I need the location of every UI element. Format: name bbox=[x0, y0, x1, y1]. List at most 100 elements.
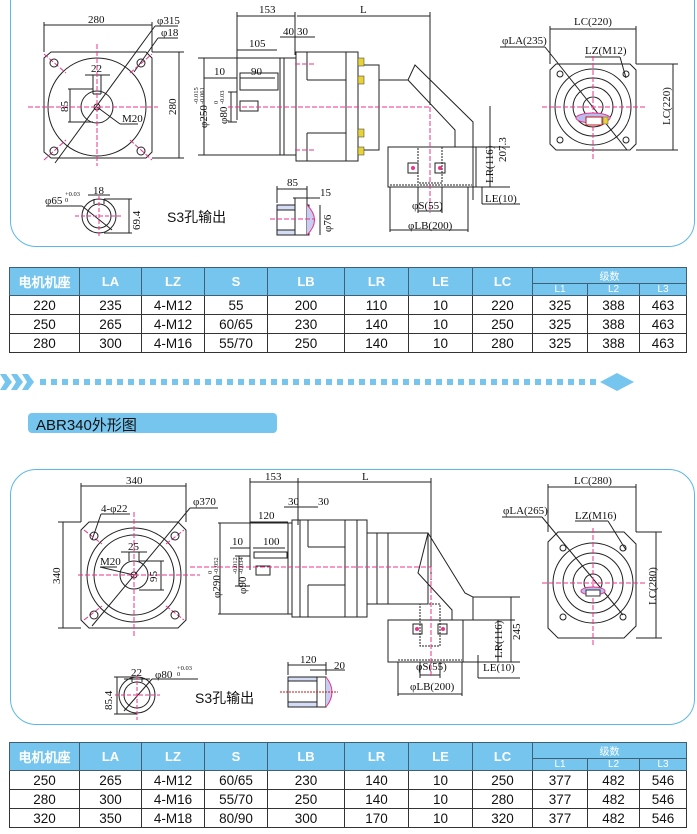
table-cell: 377 bbox=[532, 789, 588, 809]
table-cell: 10 bbox=[408, 295, 473, 315]
table-cell: 377 bbox=[532, 770, 588, 790]
shaft-dia: φ65 bbox=[45, 195, 63, 207]
shaft-dia: φ80 bbox=[155, 669, 173, 681]
dim-lc-top: LC(220) bbox=[574, 16, 612, 28]
table-cell: 388 bbox=[587, 314, 640, 334]
shaft-height: 69.4 bbox=[131, 210, 143, 230]
col-header-lz: LZ bbox=[141, 267, 205, 296]
table-cell: 200 bbox=[267, 295, 345, 315]
drawing-panel-2 bbox=[10, 469, 695, 725]
table-cell: 220 bbox=[9, 295, 80, 315]
dot-marker bbox=[238, 379, 244, 385]
dim-30: 30 bbox=[297, 26, 309, 38]
table-cell: 10 bbox=[408, 333, 473, 353]
shaft-tol-up: +0.03 bbox=[177, 665, 192, 672]
dot-marker bbox=[480, 379, 486, 385]
dot-marker bbox=[568, 379, 574, 385]
dot-marker bbox=[172, 379, 178, 385]
table-cell: 60/65 bbox=[204, 314, 268, 334]
table-cell: 140 bbox=[344, 314, 409, 334]
dot-marker bbox=[469, 379, 475, 385]
dot-marker bbox=[84, 379, 90, 385]
table-cell: 482 bbox=[587, 789, 640, 809]
spec-table-2: 电机机座 LA LZ S LB LR LE LC 级数 L1 L2 L3 250… bbox=[9, 742, 687, 828]
table-cell: 220 bbox=[472, 295, 533, 315]
table-cell: 300 bbox=[79, 333, 142, 353]
col-header-frame: 电机机座 bbox=[9, 267, 80, 296]
dim-90: 90 bbox=[251, 66, 263, 78]
dot-marker bbox=[524, 379, 530, 385]
table-cell: 388 bbox=[587, 295, 640, 315]
table-cell: 170 bbox=[344, 808, 409, 828]
hole-detail-1 bbox=[270, 186, 321, 236]
col-header-le: LE bbox=[408, 267, 473, 296]
col-header-frame: 电机机座 bbox=[9, 742, 80, 771]
dot-marker bbox=[51, 379, 57, 385]
shaft-key: 22 bbox=[131, 667, 142, 679]
col-header-lb: LB bbox=[267, 742, 345, 771]
dim-lc-side: LC(280) bbox=[647, 567, 659, 605]
table-cell: 10 bbox=[408, 808, 473, 828]
dot-marker bbox=[194, 379, 200, 385]
dim-keyway: 25 bbox=[128, 541, 140, 553]
table-cell: 250 bbox=[472, 314, 533, 334]
dim-la: φLA(235) bbox=[502, 35, 547, 47]
dot-marker bbox=[502, 379, 508, 385]
table-cell: 230 bbox=[267, 314, 345, 334]
col-header-l2: L2 bbox=[587, 283, 640, 296]
dot-marker bbox=[447, 379, 453, 385]
col-header-l2: L2 bbox=[587, 758, 640, 771]
s3-caption: S3孔输出 bbox=[167, 209, 226, 225]
dim-hole-len: 85 bbox=[287, 177, 299, 189]
dim-120: 120 bbox=[258, 510, 275, 522]
dim-30b: 30 bbox=[318, 496, 330, 508]
dim-pcd: φ315 bbox=[157, 15, 180, 27]
table-cell: 10 bbox=[408, 314, 473, 334]
table-cell: 482 bbox=[587, 770, 640, 790]
table-cell: 300 bbox=[79, 789, 142, 809]
dim-pcd: φ370 bbox=[193, 496, 216, 508]
dim-width: 280 bbox=[88, 14, 105, 26]
table-cell: 250 bbox=[267, 789, 345, 809]
shaft-tol-dn: 0 bbox=[65, 197, 68, 204]
dot-marker bbox=[414, 379, 420, 385]
dot-marker bbox=[304, 379, 310, 385]
dot-marker bbox=[337, 379, 343, 385]
side-view-2: 153 L 120 30 30 10 100 φ290 0 -0.052 φ90… bbox=[190, 471, 523, 708]
dot-marker bbox=[95, 379, 101, 385]
diamond-icon bbox=[600, 373, 634, 391]
dim-hole-dia: φ76 bbox=[322, 214, 334, 232]
table-cell: 140 bbox=[344, 789, 409, 809]
flange-tol-dn: -0.061 bbox=[199, 87, 206, 104]
dim-thread: M20 bbox=[100, 556, 121, 568]
dot-marker bbox=[40, 379, 46, 385]
dot-marker bbox=[590, 379, 596, 385]
dot-marker bbox=[282, 379, 288, 385]
table-cell: 4-M12 bbox=[141, 314, 205, 334]
dot-marker bbox=[62, 379, 68, 385]
shaft-tol-dn: -0.034 bbox=[238, 556, 245, 574]
dim-100: 100 bbox=[263, 536, 280, 548]
dim-flange-dia: φ290 bbox=[211, 575, 223, 598]
table-cell: 10 bbox=[408, 770, 473, 790]
dot-marker bbox=[315, 379, 321, 385]
table-cell: 463 bbox=[639, 295, 687, 315]
col-header-l3: L3 bbox=[639, 758, 687, 771]
col-header-stages: 级数 bbox=[532, 267, 687, 284]
dot-marker bbox=[216, 379, 222, 385]
table-cell: 280 bbox=[9, 789, 80, 809]
dim-hole-step: 20 bbox=[334, 660, 346, 672]
dot-marker bbox=[425, 379, 431, 385]
dim-L: L bbox=[362, 471, 369, 483]
table-cell: 377 bbox=[532, 808, 588, 828]
table-cell: 546 bbox=[639, 770, 687, 790]
dim-S: φS(55) bbox=[412, 200, 443, 212]
dot-marker bbox=[106, 379, 112, 385]
table-cell: 265 bbox=[79, 770, 142, 790]
flange-tol-up: -0.015 bbox=[193, 87, 200, 104]
dim-40: 40 bbox=[283, 26, 295, 38]
shaft-detail-1: φ65 +0.03 0 18 69.4 S3孔输出 bbox=[45, 185, 226, 238]
dim-key-depth: 85 bbox=[59, 101, 71, 113]
